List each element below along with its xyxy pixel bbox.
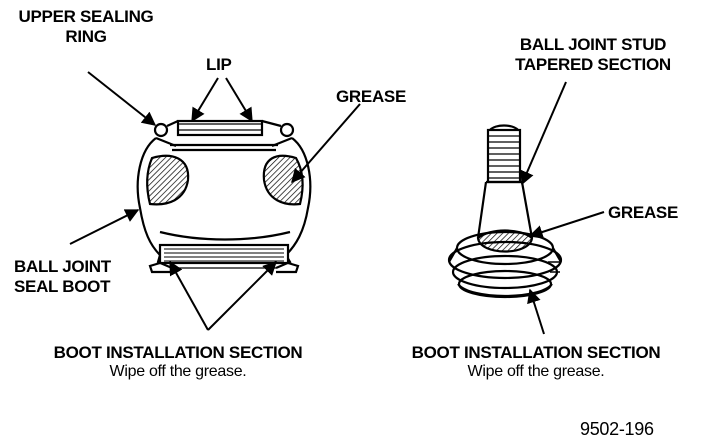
wipe-off-grease-right: Wipe off the grease. xyxy=(467,363,605,380)
upper-sealing-ring-shape xyxy=(153,122,169,138)
seal-boot-cross-section xyxy=(136,119,312,274)
wipe-off-grease-left: Wipe off the grease. xyxy=(109,363,247,380)
grease-fill-left xyxy=(146,154,190,206)
grease-label-right: GREASE xyxy=(608,203,678,222)
ball-joint-stud-line1: BALL JOINT STUD xyxy=(519,35,667,54)
upper-sealing-ring-label: UPPER SEALING RING xyxy=(8,8,164,45)
grease-label-left: GREASE xyxy=(336,87,406,106)
lip-label: LIP xyxy=(206,55,232,74)
seal-boot-line1: BALL JOINT xyxy=(14,257,111,276)
boot-installation-section-left: BOOT INSTALLATION SECTION xyxy=(53,343,303,362)
upper-sealing-ring-line2: RING xyxy=(65,27,107,46)
figure-number: 9502-196 xyxy=(580,419,654,439)
ball-joint-stud-illustration xyxy=(447,124,563,299)
upper-sealing-ring-line1: UPPER SEALING xyxy=(18,7,154,26)
seal-boot-line2: SEAL BOOT xyxy=(14,277,111,296)
grease-fill-right xyxy=(262,154,304,206)
leader-lines xyxy=(69,71,605,335)
boot-installation-caption-left: BOOT INSTALLATION SECTION Wipe off the g… xyxy=(18,344,338,380)
boot-installation-section-right: BOOT INSTALLATION SECTION xyxy=(411,343,661,362)
ball-joint-stud-line2: TAPERED SECTION xyxy=(515,55,671,74)
ball-joint-seal-boot-label: BALL JOINT SEAL BOOT xyxy=(14,258,111,295)
boot-installation-caption-right: BOOT INSTALLATION SECTION Wipe off the g… xyxy=(380,344,692,380)
ball-joint-stud-label: BALL JOINT STUD TAPERED SECTION xyxy=(500,36,686,73)
